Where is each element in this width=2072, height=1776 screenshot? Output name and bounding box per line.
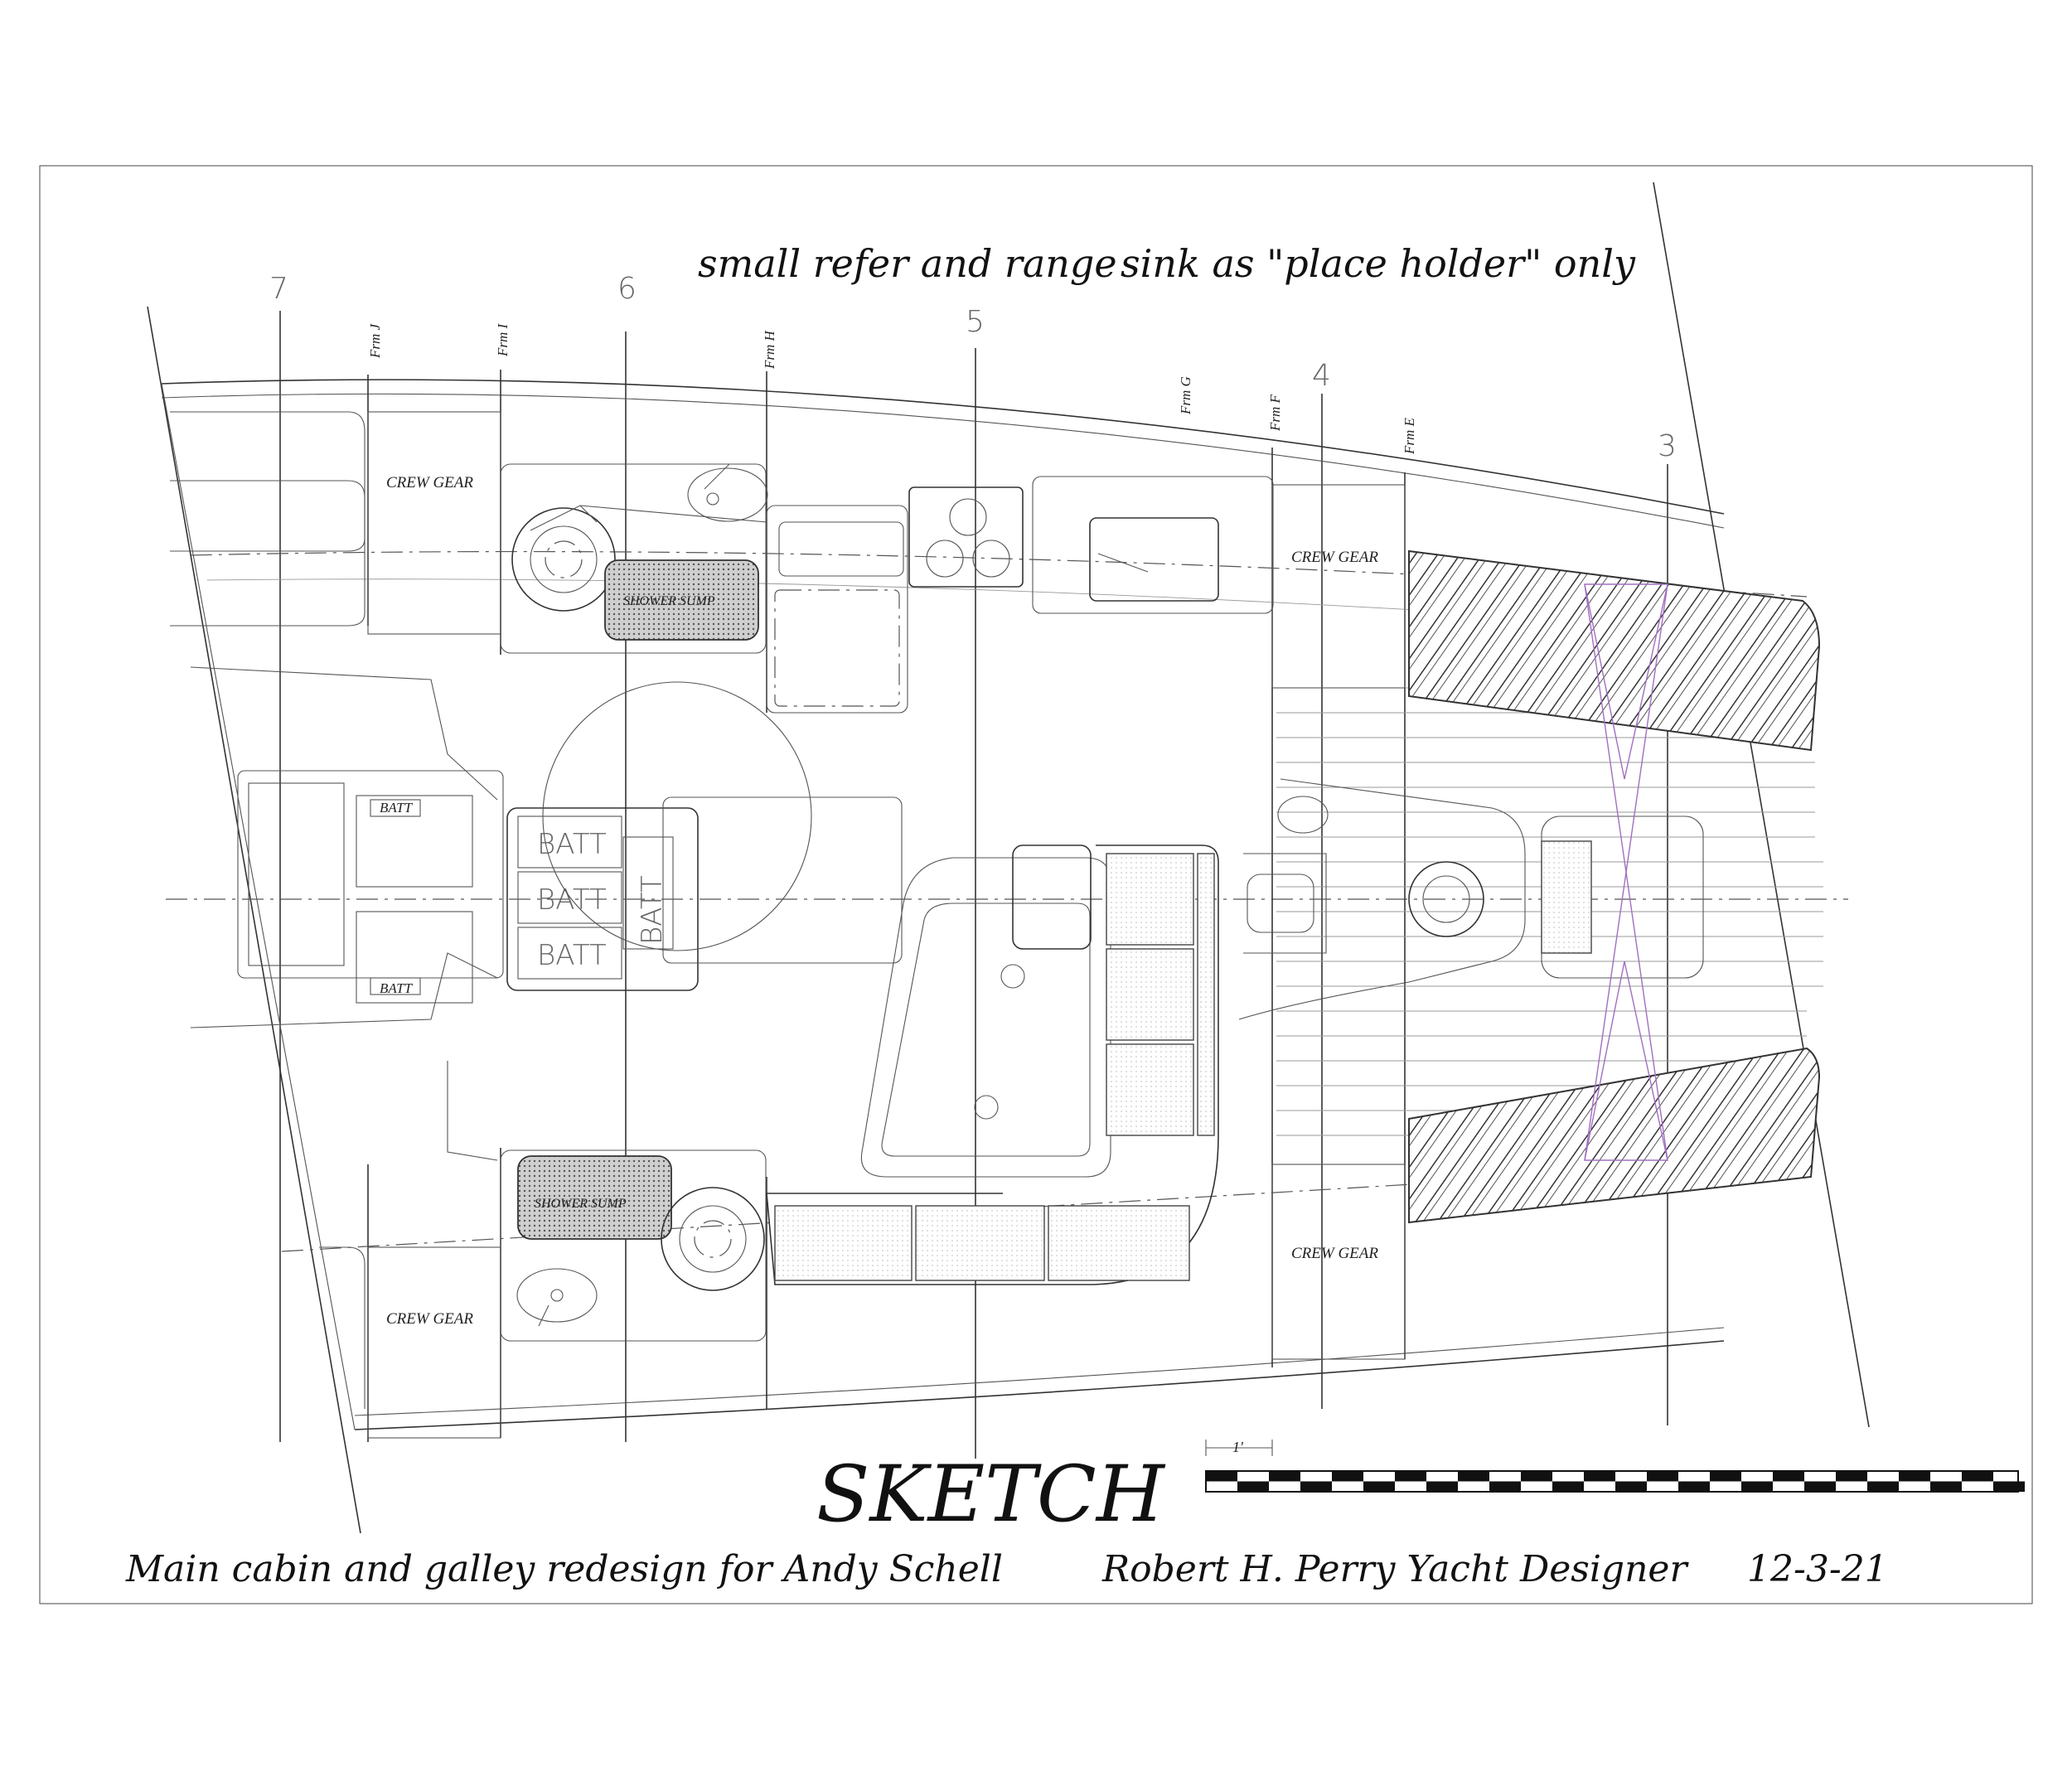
scale-segment bbox=[1269, 1471, 1300, 1482]
station-lines bbox=[279, 311, 1668, 1459]
scale-segment bbox=[1552, 1481, 1584, 1492]
scale-label: 1' bbox=[1232, 1439, 1244, 1455]
drawing-date: 12-3-21 bbox=[1747, 1548, 1888, 1590]
scale-segment bbox=[1867, 1481, 1899, 1492]
batt-label: BATT bbox=[380, 800, 414, 815]
battery-compartment: BATT BATT BATT BATT BATT BATT bbox=[237, 770, 699, 1004]
saloon-table bbox=[662, 796, 903, 964]
scale-segment bbox=[1395, 1471, 1426, 1482]
crew-gear-berth bbox=[367, 1246, 501, 1439]
shower-sump-label: SHOWER SUMP bbox=[535, 1197, 627, 1211]
lower-head: SHOWER SUMP bbox=[500, 1149, 767, 1342]
mast-step bbox=[542, 681, 812, 951]
batt-label: BATT bbox=[380, 980, 414, 996]
scale-segment bbox=[1489, 1481, 1521, 1492]
frame-i: Frm I bbox=[495, 322, 511, 357]
sink bbox=[1089, 517, 1219, 602]
detail-lines bbox=[447, 1061, 498, 1161]
scale-segment bbox=[1584, 1471, 1615, 1482]
note-refer: small refer and range bbox=[698, 241, 1117, 286]
scale-segment bbox=[1426, 1481, 1458, 1492]
scale-segment bbox=[1773, 1471, 1804, 1482]
scale-segment bbox=[1458, 1471, 1489, 1482]
scale-segment bbox=[1899, 1471, 1930, 1482]
v-berth-upper bbox=[1408, 549, 1821, 752]
scale-segment bbox=[1930, 1481, 1962, 1492]
batt-label: BATT bbox=[537, 828, 607, 861]
scale-segment bbox=[1962, 1471, 1993, 1482]
crew-gear-label: CREW GEAR bbox=[1291, 1245, 1378, 1262]
scale-segment bbox=[1332, 1471, 1363, 1482]
crew-gear-berth bbox=[367, 411, 501, 635]
frame-e: Frm E bbox=[1402, 417, 1417, 455]
hatch-guide bbox=[1584, 583, 1668, 1161]
scale-segment bbox=[1615, 1481, 1647, 1492]
scale-segment bbox=[1836, 1471, 1867, 1482]
frame-g: Frm G bbox=[1178, 376, 1193, 415]
designer-name: Robert H. Perry Yacht Designer bbox=[1101, 1548, 1689, 1590]
frame-j: Frm J bbox=[367, 322, 383, 359]
upper-head: SHOWER SUMP bbox=[500, 463, 768, 654]
scale-segment bbox=[1237, 1481, 1269, 1492]
station-3: 3 bbox=[1658, 429, 1677, 463]
hull-outline bbox=[147, 181, 1870, 1534]
detail-lines bbox=[190, 952, 498, 1028]
crew-gear-label: CREW GEAR bbox=[386, 474, 473, 491]
shower-sump bbox=[517, 1155, 672, 1240]
scale-segment bbox=[1804, 1481, 1836, 1492]
forward-head bbox=[1238, 778, 1704, 1020]
sheet-border bbox=[39, 165, 2033, 1604]
scale-segment bbox=[1678, 1481, 1710, 1492]
scale-segment bbox=[1521, 1471, 1552, 1482]
detail-lines bbox=[190, 666, 498, 801]
scale-segment bbox=[1993, 1481, 2025, 1492]
batt-label: BATT bbox=[537, 939, 607, 972]
crew-gear-label: CREW GEAR bbox=[1291, 549, 1378, 566]
scale-segment bbox=[1206, 1471, 1237, 1482]
station-6: 6 bbox=[617, 272, 637, 306]
crew-gear-berth bbox=[1271, 1164, 1406, 1360]
frame-f: Frm F bbox=[1267, 394, 1283, 432]
drawing-title: SKETCH bbox=[816, 1449, 1166, 1540]
scale-segment bbox=[1647, 1471, 1678, 1482]
u-settee bbox=[766, 844, 1219, 1285]
v-berth-lower bbox=[1408, 1047, 1821, 1224]
crew-gear-berth bbox=[1271, 484, 1406, 689]
batt-label: BATT bbox=[636, 875, 669, 945]
galley bbox=[766, 476, 1274, 714]
shower-sump-label: SHOWER SUMP bbox=[623, 594, 715, 608]
scale-segment bbox=[1363, 1481, 1395, 1492]
note-sink: sink as "place holder" only bbox=[1121, 241, 1636, 286]
station-7: 7 bbox=[269, 272, 288, 306]
crew-gear-label: CREW GEAR bbox=[386, 1310, 473, 1328]
station-4: 4 bbox=[1312, 359, 1331, 393]
range bbox=[908, 486, 1024, 588]
scale-segment bbox=[1710, 1471, 1741, 1482]
scale-bar: 1' bbox=[1205, 1439, 2025, 1493]
drawing-description: Main cabin and galley redesign for Andy … bbox=[125, 1548, 1003, 1590]
scale-segment bbox=[1741, 1481, 1773, 1492]
frame-h: Frm H bbox=[762, 329, 777, 370]
scale-segment bbox=[1300, 1481, 1332, 1492]
shower-sump bbox=[604, 559, 759, 641]
station-5: 5 bbox=[966, 305, 985, 339]
